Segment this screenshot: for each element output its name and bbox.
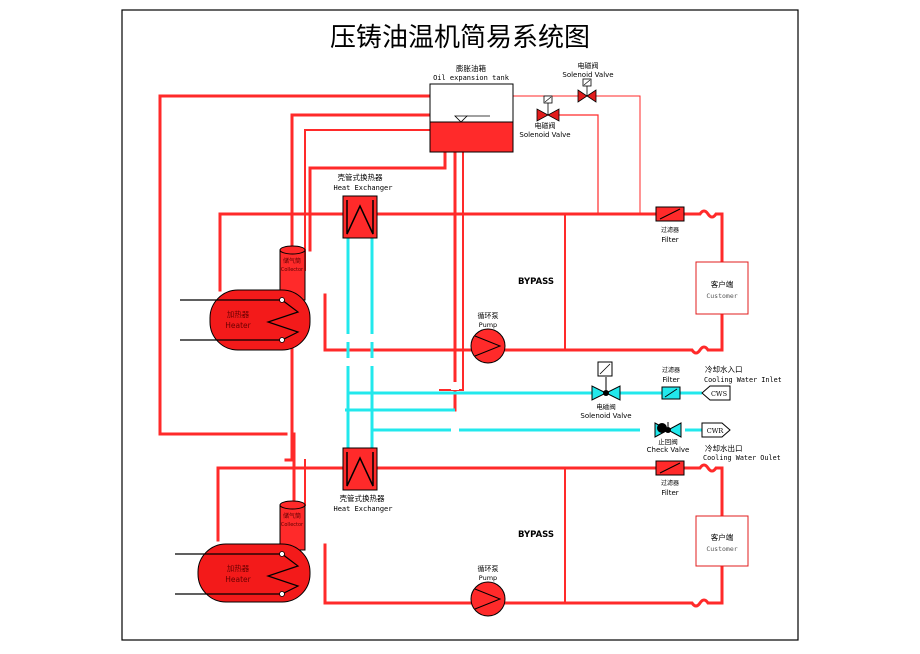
customer-box: 客户端 Customer bbox=[695, 515, 749, 567]
heat-exchanger-label-cn-1: 壳管式换热器 bbox=[338, 172, 383, 182]
filter-label-en-1: Filter bbox=[661, 236, 678, 244]
cwr-tag: CWR bbox=[701, 422, 731, 438]
filter-label-cn-water: 过滤器 bbox=[662, 366, 680, 374]
filter-label-en-water: Filter bbox=[662, 376, 679, 384]
solenoid-label-en-3: Solenoid Valve bbox=[580, 412, 631, 420]
check-valve-label-cn: 止回阀 bbox=[658, 437, 678, 446]
pump-label-en-1: Pump bbox=[479, 321, 497, 329]
pump-icon: 循环泵 Pump bbox=[470, 311, 506, 364]
diagram-frame bbox=[121, 9, 799, 641]
cooling-inlet-label-cn: 冷却水入口 bbox=[705, 364, 743, 374]
level-indicator-icon bbox=[454, 115, 468, 123]
bypass-label-2: BYPASS bbox=[518, 530, 554, 540]
exhaust-label-en-2: Collector bbox=[281, 522, 304, 528]
cws-label: CWS bbox=[711, 390, 727, 398]
cooling-outlet-label-en: Cooling Water Oulet bbox=[703, 454, 781, 462]
pump-icon: 循环泵 Pump bbox=[470, 564, 506, 617]
heat-exchanger-label-en-2: Heat Exchanger bbox=[333, 505, 392, 513]
water-lines bbox=[345, 238, 702, 448]
diagram-title: 压铸油温机简易系统图 bbox=[330, 23, 590, 53]
solenoid-label-en-1: Solenoid Valve bbox=[519, 131, 570, 139]
expansion-tank: 膨胀油箱 Oil expansion tank bbox=[429, 63, 514, 153]
solenoid-valve-icon: 电磁阀 Solenoid Valve bbox=[580, 361, 632, 420]
solenoid-label-en-2: Solenoid Valve bbox=[562, 71, 613, 79]
heat-exchanger-label-cn-2: 壳管式换热器 bbox=[340, 493, 385, 503]
heater-label-en-2: Heater bbox=[225, 575, 251, 584]
exhaust-label-cn-2: 储气筒 bbox=[283, 512, 301, 520]
check-valve-label-en: Check Valve bbox=[647, 446, 690, 454]
exhaust-label-cn-1: 储气筒 bbox=[283, 257, 301, 265]
bypass-label-1: BYPASS bbox=[518, 277, 554, 287]
filter-label-cn-2: 过滤器 bbox=[661, 479, 679, 487]
filter-icon: 过滤器 Filter bbox=[661, 366, 681, 400]
exhaust-label-en-1: Collector bbox=[281, 267, 304, 273]
expansion-tank-label-cn: 膨胀油箱 bbox=[456, 63, 486, 73]
filter-icon: 过滤器 Filter bbox=[655, 206, 685, 244]
customer-label-cn-1: 客户端 bbox=[711, 279, 734, 289]
filter-label-en-2: Filter bbox=[661, 489, 678, 497]
solenoid-valve-icon: 电磁阀 Solenoid Valve bbox=[562, 61, 614, 103]
heater-icon: 储气筒 Collector 加热器 Heater bbox=[180, 245, 311, 351]
filter-icon: 过滤器 Filter bbox=[655, 460, 685, 497]
customer-label-cn-2: 客户端 bbox=[711, 532, 734, 542]
heater-label-cn-1: 加热器 bbox=[227, 309, 250, 319]
heater-label-en-1: Heater bbox=[225, 321, 251, 330]
solenoid-label-cn-1: 电磁阀 bbox=[535, 121, 556, 130]
expansion-tank-label-en: Oil expansion tank bbox=[433, 74, 510, 82]
heat-exchanger-label-en-1: Heat Exchanger bbox=[333, 184, 392, 192]
cwr-label: CWR bbox=[707, 427, 725, 435]
heater-icon: 储气筒 Collector 加热器 Heater bbox=[175, 500, 311, 603]
customer-box: 客户端 Customer bbox=[695, 261, 749, 315]
heater-label-cn-2: 加热器 bbox=[227, 563, 250, 573]
heat-exchanger-icon: 壳管式换热器 Heat Exchanger bbox=[333, 447, 393, 513]
pump-label-en-2: Pump bbox=[479, 574, 497, 582]
filter-label-cn-1: 过滤器 bbox=[661, 226, 679, 234]
check-valve-icon: 止回阀 Check Valve bbox=[647, 422, 690, 454]
cooling-inlet-label-en: Cooling Water Inlet bbox=[704, 376, 782, 384]
solenoid-label-cn-2: 电磁阀 bbox=[578, 61, 599, 70]
customer-label-en-2: Customer bbox=[706, 545, 737, 553]
cooling-outlet-label-cn: 冷却水出口 bbox=[705, 443, 743, 453]
solenoid-valve-icon: 电磁阀 Solenoid Valve bbox=[519, 95, 571, 139]
line-crossings bbox=[345, 334, 459, 432]
cws-tag: CWS bbox=[701, 385, 731, 401]
heat-exchanger-icon: 壳管式换热器 Heat Exchanger bbox=[333, 172, 393, 239]
pump-label-cn-2: 循环泵 bbox=[478, 564, 499, 573]
oil-lines bbox=[158, 94, 724, 608]
solenoid-label-cn-3: 电磁阀 bbox=[596, 402, 616, 411]
customer-label-en-1: Customer bbox=[706, 292, 737, 300]
pump-label-cn-1: 循环泵 bbox=[478, 311, 499, 320]
